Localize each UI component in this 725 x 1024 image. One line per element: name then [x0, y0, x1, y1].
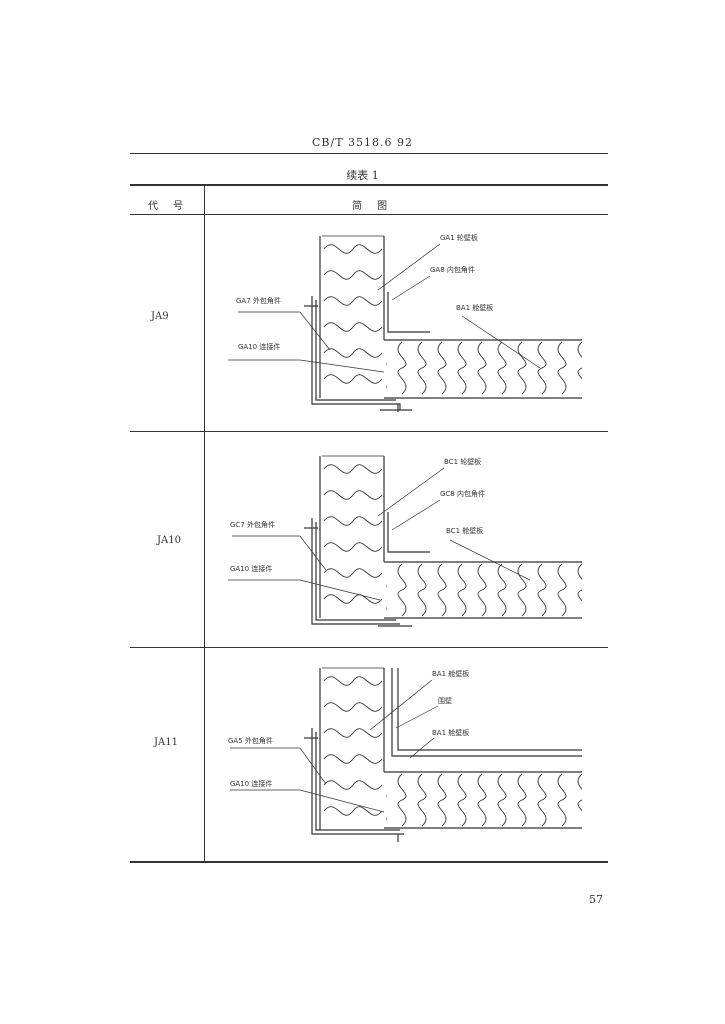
column-header-diagram: 简 图 [352, 201, 394, 212]
row-divider-1 [130, 431, 608, 432]
table-bottom-rule [130, 861, 608, 863]
row-code-ja10: JA10 [157, 535, 181, 546]
angle-profiles [304, 512, 430, 627]
table-header-rule [130, 214, 608, 215]
label-ja9-1: GA1 轮壁板 [440, 233, 478, 242]
table-top-rule [130, 184, 608, 186]
horizontal-bulkhead-panel [384, 561, 582, 619]
angle-profiles [304, 292, 430, 412]
horizontal-bulkhead-panel [384, 771, 582, 829]
header-rule [130, 153, 608, 154]
label-ja9-5: GA10 连接件 [238, 342, 280, 351]
label-ja10-5: GA10 连接件 [230, 564, 272, 573]
leader-lines [228, 243, 541, 373]
label-ja10-1: BC1 轮壁板 [444, 457, 481, 466]
label-ja11-3: GA5 外包角件 [228, 736, 273, 745]
leader-lines [230, 679, 439, 813]
column-divider [204, 186, 205, 862]
horizontal-bulkhead-panel [384, 339, 582, 399]
label-ja11-5: GA10 连接件 [230, 779, 272, 788]
vertical-wall-panel [319, 235, 385, 398]
label-ja11-2: 围壁 [438, 696, 452, 705]
label-ja10-2: GC8 内包角件 [440, 489, 485, 498]
label-ja11-4: BA1 舱壁板 [432, 728, 469, 737]
standard-number: CB/T 3518.6 92 [311, 136, 414, 149]
vertical-wall-panel [319, 455, 385, 618]
label-ja10-4: BC1 舱壁板 [446, 526, 483, 535]
angle-profiles [304, 728, 404, 842]
leader-lines [228, 467, 531, 601]
row-code-ja9: JA9 [151, 311, 169, 322]
row-divider-2 [130, 647, 608, 648]
label-ja11-1: BA1 舱壁板 [432, 669, 469, 678]
row-code-ja11: JA11 [154, 737, 178, 748]
column-header-code: 代 号 [148, 201, 190, 212]
label-ja9-4: BA1 舱壁板 [456, 303, 493, 312]
label-ja9-2: GA8 内包角件 [430, 265, 475, 274]
label-ja9-3: GA7 外包角件 [236, 296, 281, 305]
table-title: 续表 1 [346, 169, 379, 182]
page-number: 57 [589, 893, 603, 906]
surrounding-wall [391, 668, 582, 757]
vertical-wall-panel [319, 667, 385, 830]
label-ja10-3: GC7 外包角件 [230, 520, 275, 529]
